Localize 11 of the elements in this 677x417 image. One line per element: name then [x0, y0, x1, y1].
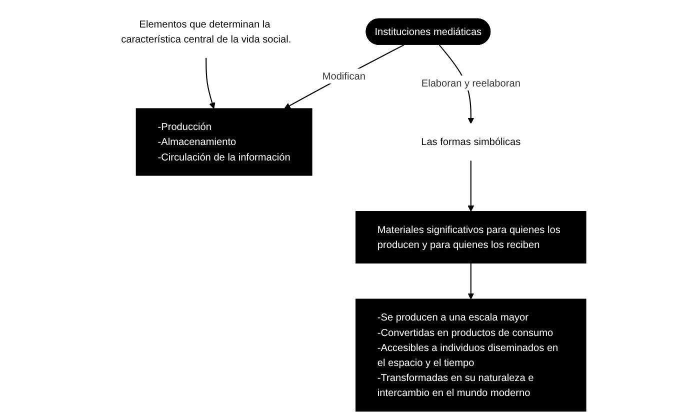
arrow: [206, 58, 216, 109]
arrow: [468, 160, 474, 212]
node-text: Las formas simbólicas: [421, 136, 521, 148]
node-box: Materiales significativos para quienes los producen y para quienes los reciben: [356, 211, 586, 264]
node-box: -Se producen a una escala mayor -Convertidas en productos de consumo -Accesibles a individuos diseminados en el espacio y el tiempo -Transformadas en su naturaleza e intercambio en el mundo moderno: [356, 298, 586, 412]
node-text: Elementos que determinan la característica central de la vida social.: [121, 18, 292, 45]
edge-label: Elaboran y reelaboran: [421, 76, 520, 88]
node-box: -Producción -Almacenamiento -Circulación de la información: [136, 108, 312, 176]
arrow: [468, 263, 474, 300]
edge-label: Modifican: [322, 70, 366, 82]
arrow: [284, 44, 404, 109]
